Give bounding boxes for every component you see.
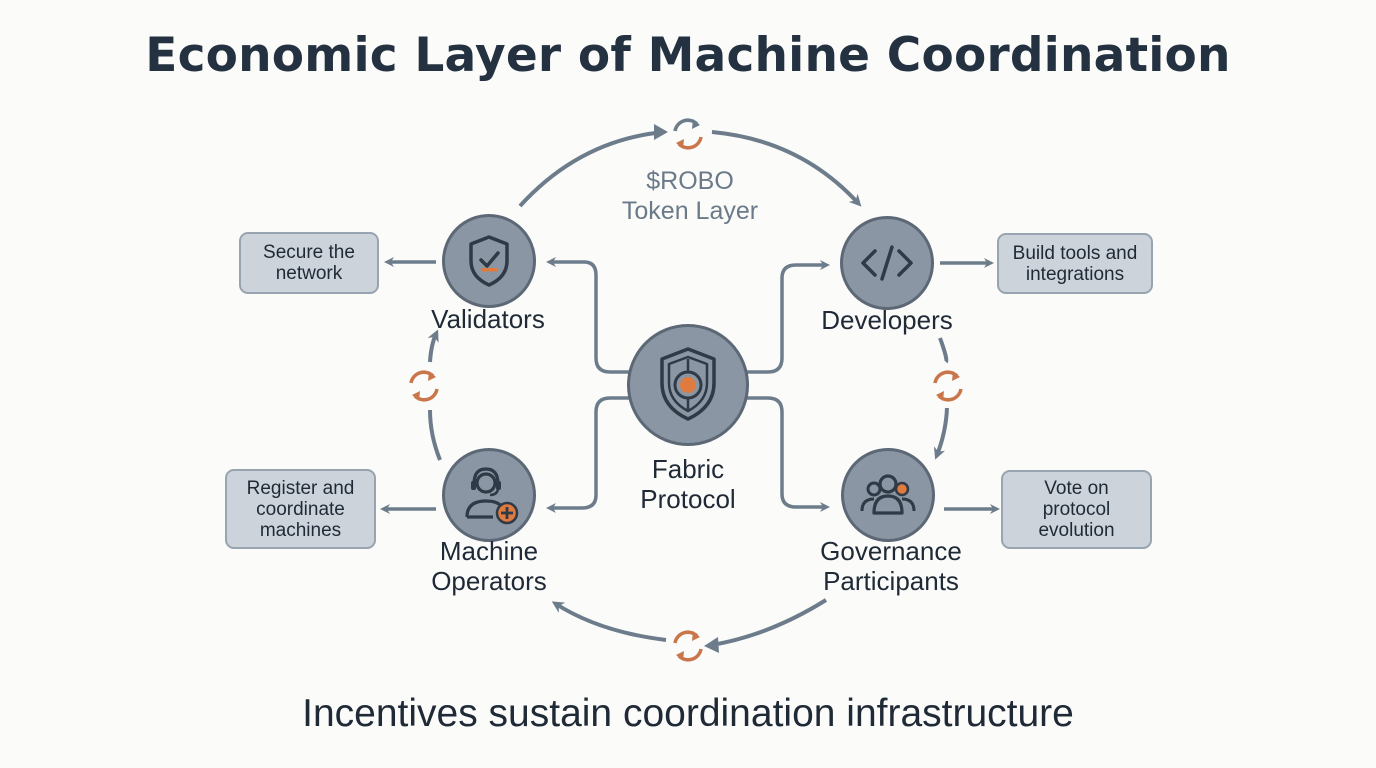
governance-node <box>841 448 935 542</box>
page-title: Economic Layer of Machine Coordination <box>145 28 1231 83</box>
token-layer-label: $ROBO Token Layer <box>590 166 790 226</box>
operators-label-line2: Operators <box>431 566 547 596</box>
people-group-icon <box>860 474 916 515</box>
arrow-developers-to-governance <box>937 337 949 455</box>
developers-node <box>840 216 934 310</box>
fabric-protocol-node <box>627 324 749 446</box>
operators-description: Register and coordinate machines <box>246 477 355 541</box>
connector-center-to-validators <box>546 257 630 374</box>
cycle-icon-top <box>673 118 703 150</box>
validators-node <box>442 214 536 308</box>
token-arrowhead-left <box>654 124 668 140</box>
headset-user-plus-icon <box>465 467 519 525</box>
governance-label-line1: Governance <box>820 536 962 566</box>
operators-node <box>442 448 536 542</box>
validators-description-box: Secure the network <box>239 232 379 294</box>
developers-description: Build tools and integrations <box>1012 242 1138 285</box>
developers-label: Developers <box>821 305 953 335</box>
governance-label: Governance Participants <box>781 536 1001 596</box>
operators-label-line1: Machine <box>439 536 539 566</box>
arc-cycle-to-operators <box>551 601 667 642</box>
shield-target-icon <box>660 347 716 421</box>
fabric-protocol-line2: Protocol <box>640 484 736 514</box>
token-layer-name: Token Layer <box>621 197 759 225</box>
token-symbol: $ROBO <box>646 167 734 195</box>
developers-description-box: Build tools and integrations <box>997 233 1153 294</box>
fabric-protocol-line1: Fabric <box>651 454 725 484</box>
validators-description: Secure the network <box>263 242 355 284</box>
cycle-icon-left <box>409 370 439 402</box>
operators-description-box: Register and coordinate machines <box>225 469 376 549</box>
arrowhead-bottom-right <box>704 637 719 653</box>
cycle-icon-bottom <box>673 630 703 662</box>
governance-description: Vote on protocol evolution <box>1038 478 1115 541</box>
connector-center-to-governance <box>746 396 830 512</box>
validators-label: Validators <box>431 304 545 334</box>
footer-caption: Incentives sustain coordination infrastr… <box>302 692 1074 735</box>
arc-validators-to-token <box>518 130 665 208</box>
connector-center-to-operators <box>546 396 630 513</box>
governance-label-line2: Participants <box>823 566 959 596</box>
shield-check-icon <box>469 235 509 287</box>
arrow-operators-to-validators <box>430 334 440 461</box>
fabric-protocol-label: Fabric Protocol <box>578 454 798 514</box>
arc-token-to-developers <box>711 130 862 207</box>
cycle-icon-right <box>933 370 963 402</box>
governance-description-box: Vote on protocol evolution <box>1001 470 1152 549</box>
operators-label: Machine Operators <box>379 536 599 596</box>
code-brackets-icon <box>861 245 913 281</box>
arc-governance-to-cycle <box>711 598 828 647</box>
connector-center-to-developers <box>746 260 830 374</box>
